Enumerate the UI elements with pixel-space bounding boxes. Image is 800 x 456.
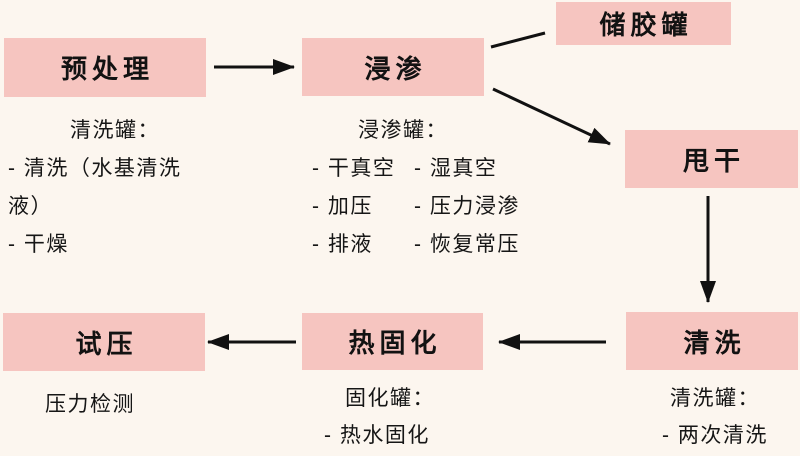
node-heat-cure: 热固化 [302,313,483,370]
note-heat-cure-line: - 热水固化 [324,424,430,447]
note-impregnate-line: - 加压 [312,195,373,218]
note-impregnate-line: - 恢复常压 [414,233,520,256]
node-wash: 清洗 [626,312,798,370]
node-wash-label: 清洗 [683,327,746,358]
note-heat-cure: 固化罐： - 热水固化 [324,380,435,454]
node-heat-cure-label: 热固化 [348,328,442,358]
note-impregnate-line: - 排液 [312,233,373,256]
note-wash-line: - 两次清洗 [662,424,768,447]
note-pretreat-line: - 干燥 [8,233,69,256]
note-impregnate: 浸渗罐： - 干真空 - 加压 - 排液 - 湿真空 - 压力浸渗 - 恢复常压 [312,112,520,264]
note-heat-cure-title: 固化罐： [345,387,435,410]
note-impregnate-line: - 湿真空 [414,157,498,180]
edge-impregnate-to-glue-tank [490,31,546,49]
node-impregnate: 浸渗 [302,38,484,96]
node-pressure-test: 试压 [3,313,205,371]
node-spin-dry-label: 甩干 [682,145,745,176]
note-impregnate-title: 浸渗罐： [358,119,448,142]
node-pretreat-label: 预处理 [60,54,154,84]
note-pretreat-line: - 清洗（水基清洗 [8,157,182,180]
note-impregnate-line: - 压力浸渗 [414,195,520,218]
note-pressure-test-line: 压力检测 [45,393,135,416]
note-wash-title: 清洗罐： [670,387,760,410]
node-glue-tank: 储胶罐 [556,2,731,45]
note-wash: 清洗罐： - 两次清洗 [662,380,768,454]
note-pretreat: 清洗罐： - 清洗（水基清洗 液） - 干燥 [8,112,181,264]
note-pretreat-line: 液） [8,195,53,218]
node-pressure-test-label: 试压 [75,328,138,359]
note-pressure-test: 压力检测 [45,390,135,420]
note-impregnate-line: - 干真空 [312,157,396,180]
note-pretreat-title: 清洗罐： [70,119,160,142]
node-impregnate-label: 浸渗 [364,53,427,84]
node-spin-dry: 甩干 [625,130,798,188]
node-pretreat: 预处理 [4,38,206,97]
node-glue-tank-label: 储胶罐 [599,10,693,40]
